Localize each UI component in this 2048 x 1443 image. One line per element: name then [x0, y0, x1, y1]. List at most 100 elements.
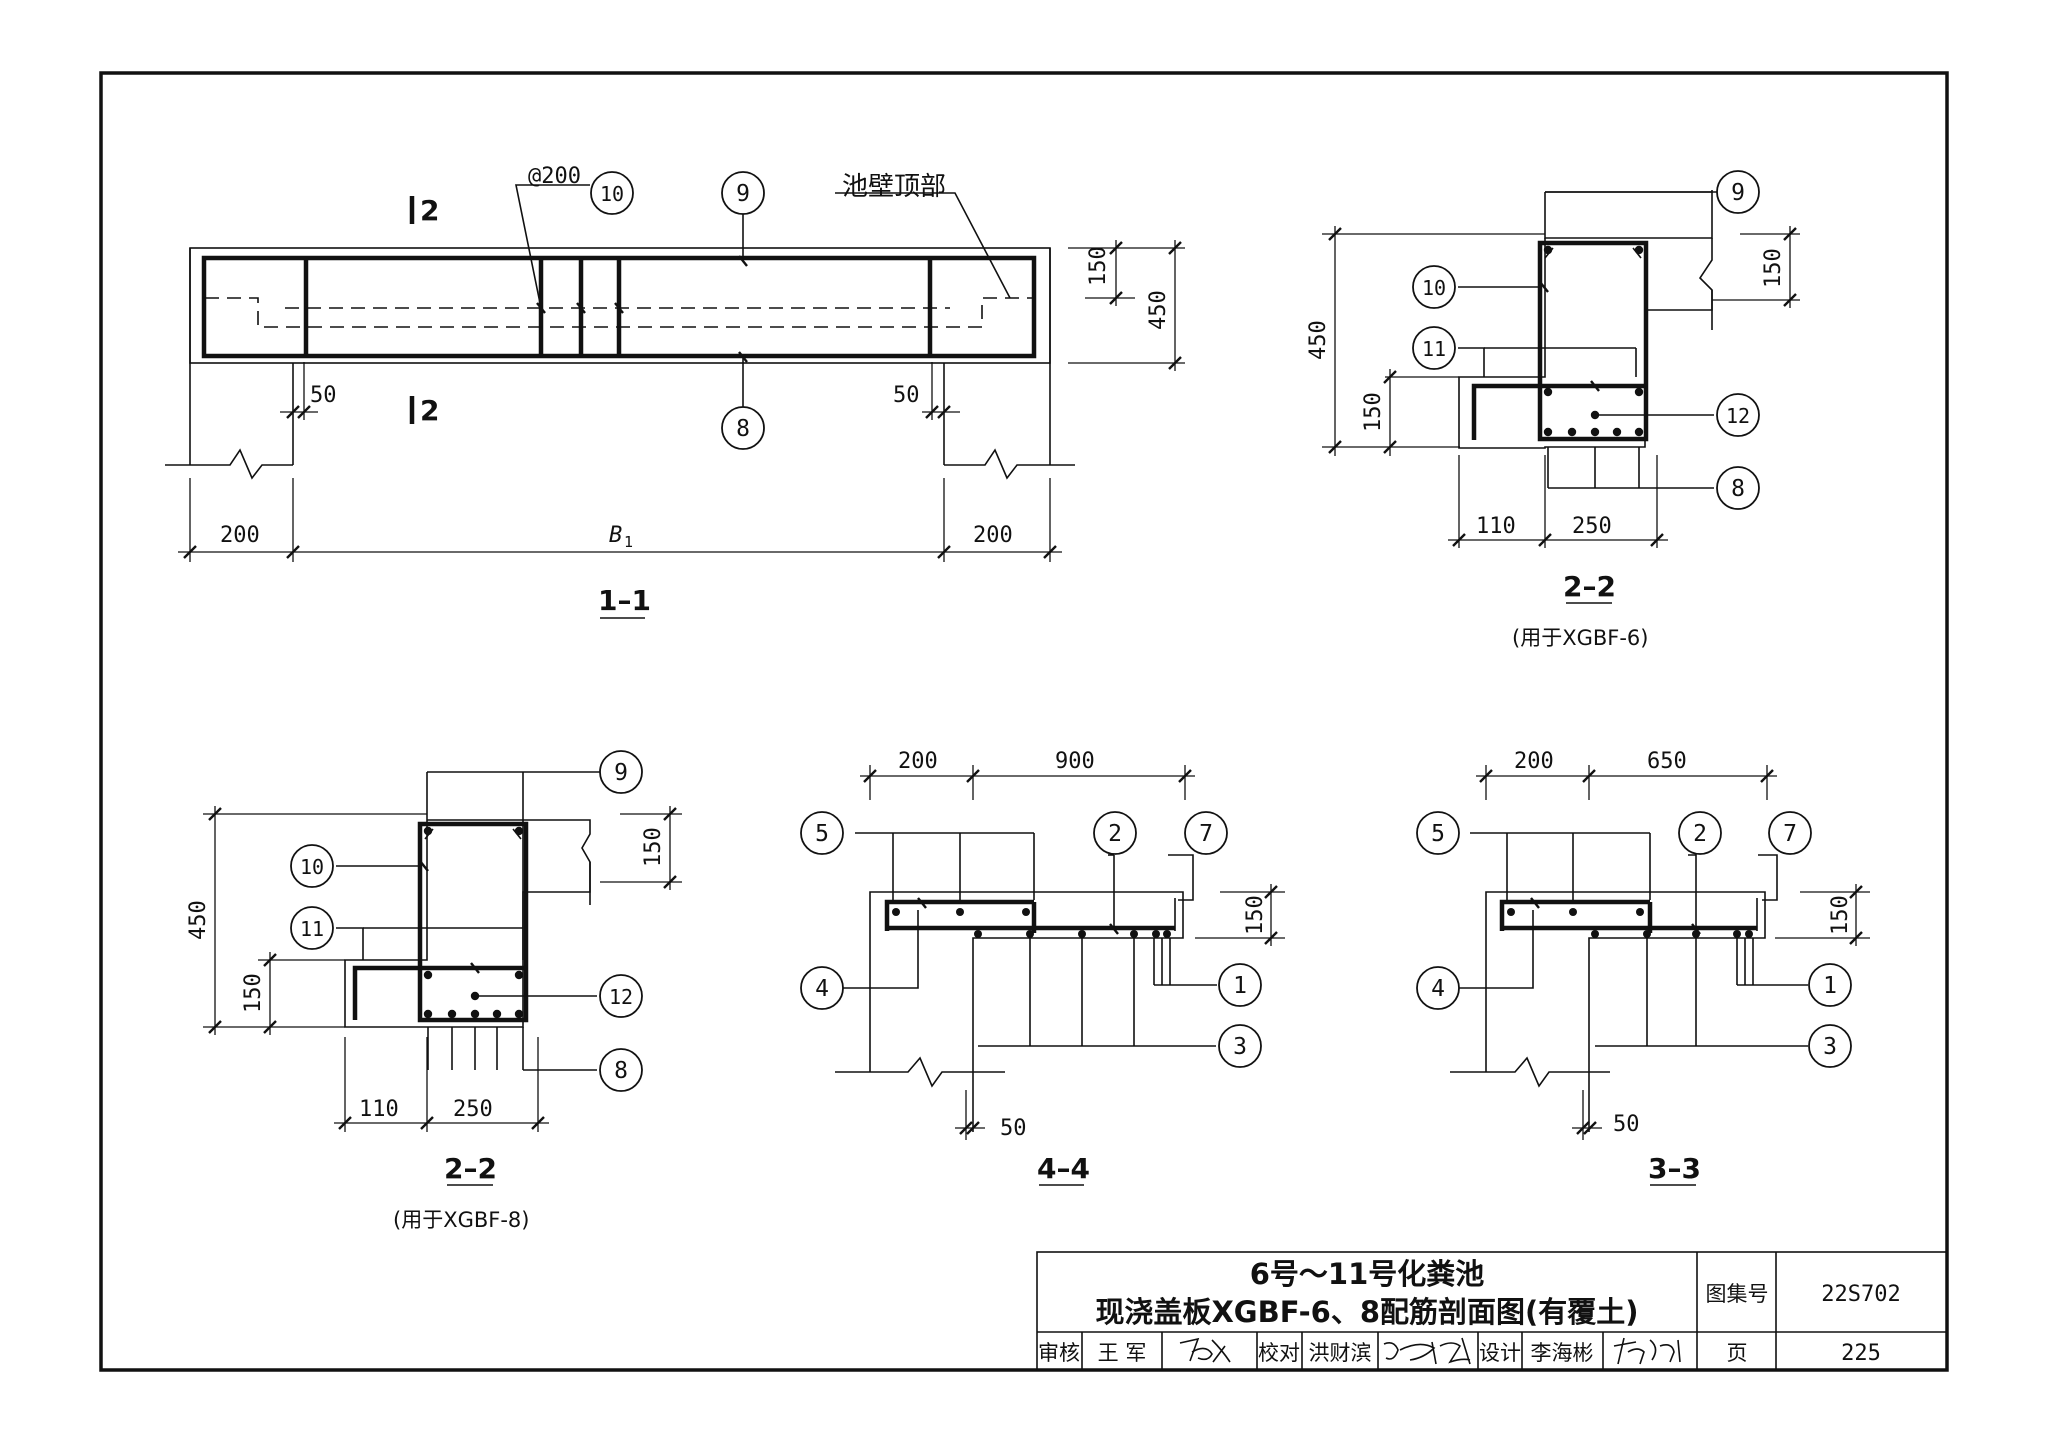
mark-7-bubble: 7	[1184, 811, 1228, 855]
mark-number: 5	[1431, 821, 1445, 847]
mark-number: 1	[1823, 973, 1837, 999]
title-line-1: 6号～11号化粪池	[1250, 1257, 1485, 1291]
mark-number: 5	[815, 821, 829, 847]
mark-circle	[1412, 265, 1456, 309]
mark-5-bubble: 5	[800, 811, 844, 855]
mark-circle	[599, 1048, 643, 1092]
mark-11-bubble: 11	[1412, 326, 1456, 370]
mark-7-bubble: 7	[1768, 811, 1812, 855]
dim-2-2b-110: 110	[359, 1097, 399, 1122]
mark-number: 12	[609, 985, 633, 1009]
section-note-2-2b: (用于XGBF-8)	[393, 1208, 529, 1232]
dim-3-3-650: 650	[1647, 749, 1687, 774]
mark-2-bubble: 2	[1678, 811, 1722, 855]
mark-10-bubble: 10	[1412, 265, 1456, 309]
mark-circle	[290, 906, 334, 950]
mark-circle	[1808, 963, 1852, 1007]
mark-number: 3	[1233, 1034, 1247, 1060]
dim-1-1-50-right: 50	[893, 383, 920, 408]
mark-circle	[1678, 811, 1722, 855]
mark-number: 8	[614, 1058, 628, 1084]
mark-number: 8	[736, 416, 750, 442]
mark-number: 1	[1233, 973, 1247, 999]
checker-name: 洪财滨	[1309, 1341, 1372, 1365]
mark-circle	[1716, 393, 1760, 437]
section-2-2-xgbf6	[1322, 190, 1800, 604]
atlas-number: 22S702	[1821, 1282, 1900, 1307]
mark-4-bubble: 4	[1416, 966, 1460, 1010]
mark-12-bubble: 12	[599, 974, 643, 1018]
cut-label-top: 2	[420, 194, 439, 227]
mark-circle	[1416, 811, 1460, 855]
section-title-1-1: 1–1	[598, 584, 651, 617]
dim-2-2b-150-right: 150	[641, 827, 666, 867]
check-label: 校对	[1258, 1341, 1300, 1365]
mark-4-bubble: 4	[800, 966, 844, 1010]
design-label: 设计	[1479, 1341, 1521, 1365]
section-title-2-2b: 2–2	[444, 1152, 497, 1185]
mark-number: 10	[1422, 276, 1446, 300]
review-label: 审核	[1038, 1341, 1080, 1365]
mark-circle	[1218, 963, 1262, 1007]
mark-10-bubble: 10	[590, 171, 634, 215]
title-line-2: 现浇盖板XGBF-6、8配筋剖面图(有覆土)	[1095, 1295, 1638, 1329]
dim-2-2a-110: 110	[1476, 514, 1516, 539]
mark-circle	[1808, 1024, 1852, 1068]
mark-number: 9	[614, 760, 628, 786]
mark-circle	[1412, 326, 1456, 370]
mark-circle	[290, 844, 334, 888]
mark-11-bubble: 11	[290, 906, 334, 950]
dim-2-2b-450: 450	[186, 900, 211, 940]
mark-number: 2	[1693, 821, 1707, 847]
dim-2-2b-250: 250	[453, 1097, 493, 1122]
mark-circle	[1218, 1024, 1262, 1068]
mark-number: 10	[300, 855, 324, 879]
mark-9-bubble: 9	[721, 171, 765, 215]
dim-2-2b-150-left: 150	[241, 973, 266, 1013]
section-title-4-4: 4–4	[1037, 1152, 1090, 1185]
dim-1-1-50-left: 50	[310, 383, 337, 408]
dim-4-4-200: 200	[898, 749, 938, 774]
dim-4-4-150: 150	[1243, 895, 1268, 935]
dim-4-4-50: 50	[1000, 1116, 1027, 1141]
mark-circle	[1768, 811, 1812, 855]
mark-circle	[800, 966, 844, 1010]
dim-1-1-b1-sub: 1	[624, 533, 633, 551]
dim-4-4-900: 900	[1055, 749, 1095, 774]
dim-3-3-150: 150	[1828, 895, 1853, 935]
signature-checker	[1383, 1337, 1471, 1365]
mark-1-bubble: 1	[1218, 963, 1262, 1007]
mark-circle	[599, 750, 643, 794]
dim-1-1-b1: B	[609, 523, 622, 548]
mark-number: 11	[1422, 337, 1446, 361]
dim-3-3-200: 200	[1514, 749, 1554, 774]
mark-2-bubble: 2	[1093, 811, 1137, 855]
reviewer-name: 王 军	[1098, 1341, 1147, 1365]
dim-2-2a-150-right: 150	[1761, 248, 1786, 288]
mark-number: 9	[1731, 180, 1745, 206]
dim-1-1-200-left: 200	[220, 523, 260, 548]
mark-circle	[721, 171, 765, 215]
mark-circle	[800, 811, 844, 855]
mark-circle	[599, 974, 643, 1018]
mark-circle	[1093, 811, 1137, 855]
mark-number: 11	[300, 917, 324, 941]
dim-1-1-450: 450	[1146, 290, 1171, 330]
signature-reviewer	[1179, 1337, 1231, 1363]
dim-2-2a-250: 250	[1572, 514, 1612, 539]
designer-name: 李海彬	[1531, 1341, 1594, 1365]
section-4-4	[835, 765, 1285, 1186]
dim-2-2a-150-left: 150	[1361, 392, 1386, 432]
cut-label-bottom: 2	[420, 394, 439, 427]
dim-1-1-200-right: 200	[973, 523, 1013, 548]
page-number: 225	[1841, 1341, 1881, 1366]
mark-number: 3	[1823, 1034, 1837, 1060]
mark-10-bubble: 10	[290, 844, 334, 888]
dim-3-3-50: 50	[1613, 1112, 1640, 1137]
mark-5-bubble: 5	[1416, 811, 1460, 855]
title-block	[1036, 1251, 1948, 1371]
spacing-note: @200	[528, 164, 581, 189]
mark-circle	[1716, 466, 1760, 510]
